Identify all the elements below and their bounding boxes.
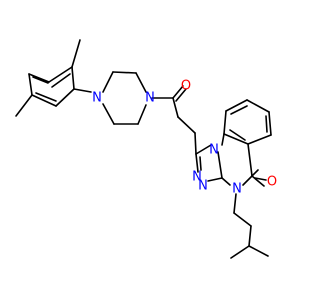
bond-co (254, 177, 267, 181)
bond-inner (51, 73, 71, 88)
bond (268, 111, 272, 136)
bond (247, 134, 272, 145)
bond (251, 169, 259, 177)
bond (248, 225, 252, 247)
bond-inner (32, 76, 49, 84)
bond (217, 151, 223, 179)
bond (172, 85, 184, 99)
bond (73, 88, 92, 93)
bond-inner (265, 115, 268, 133)
atom-n-triazole-1: N (192, 170, 202, 185)
bond (223, 133, 249, 145)
bond-inner (199, 156, 202, 171)
bond (194, 132, 197, 155)
bond (225, 99, 248, 112)
bond (251, 175, 265, 187)
bond (28, 73, 33, 96)
bond (175, 88, 187, 102)
bond (172, 97, 179, 118)
atom-o-ketone: O (181, 79, 191, 94)
structure-svg: N N O N N N N O (15, 39, 277, 259)
atom-n-quinazoline-4: N (232, 182, 242, 197)
molecule-drawing: N N O N N N N O (15, 39, 277, 259)
atom-o-amide: O (267, 175, 277, 190)
bond (55, 88, 75, 107)
bond-inner (229, 129, 246, 141)
bond (135, 72, 147, 93)
bond (177, 116, 196, 134)
atom-labels: N N O N N N N O (92, 79, 277, 197)
bond (28, 73, 50, 83)
bond (195, 144, 212, 155)
bond (248, 245, 269, 257)
bond (102, 103, 115, 125)
bond (102, 71, 114, 93)
bond-inner (35, 92, 57, 102)
bond-inner (230, 105, 248, 115)
bond (233, 193, 237, 214)
bond (247, 143, 253, 177)
bond (207, 177, 223, 182)
atom-n-quinazoline-1: N (209, 143, 219, 158)
bond (233, 212, 252, 227)
bond (230, 245, 250, 259)
bond (31, 94, 57, 107)
bond (242, 175, 253, 186)
bond (223, 110, 227, 135)
bond (221, 177, 231, 186)
bond (221, 133, 225, 146)
atom-n-piperazine-acyl: N (145, 91, 155, 106)
bond (246, 99, 270, 113)
bond (137, 104, 147, 125)
atom-n-piperazine-aryl: N (92, 91, 102, 106)
bond-methyl (71, 39, 81, 68)
bond (71, 66, 75, 90)
atom-n-triazole-2: N (198, 179, 208, 194)
bond (195, 153, 199, 173)
bond-methyl (15, 94, 33, 117)
bond (112, 71, 137, 74)
bond (48, 66, 73, 83)
bonds (15, 39, 272, 259)
